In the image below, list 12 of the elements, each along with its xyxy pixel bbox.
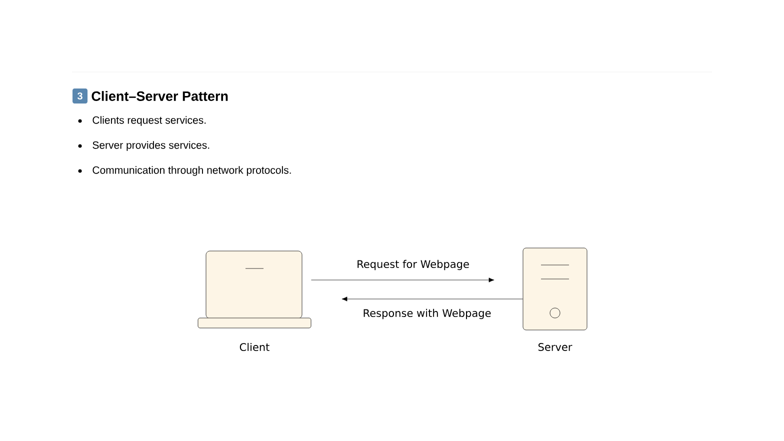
edge-label: Request for Webpage <box>356 258 470 272</box>
bullet-item: Communication through network protocols. <box>78 166 291 176</box>
arrow <box>342 296 523 302</box>
server-drawing <box>522 248 588 330</box>
laptop-drawing <box>198 250 312 328</box>
node-label: Client <box>240 342 270 352</box>
bullet-item: Server provides services. <box>78 141 210 151</box>
bullet-item: Clients request services. <box>78 116 206 126</box>
arrow <box>311 278 494 282</box>
heading: Client–Server Pattern <box>92 91 228 101</box>
node-label: Server <box>538 343 572 351</box>
edge-label: Response with Webpage <box>362 308 492 320</box>
